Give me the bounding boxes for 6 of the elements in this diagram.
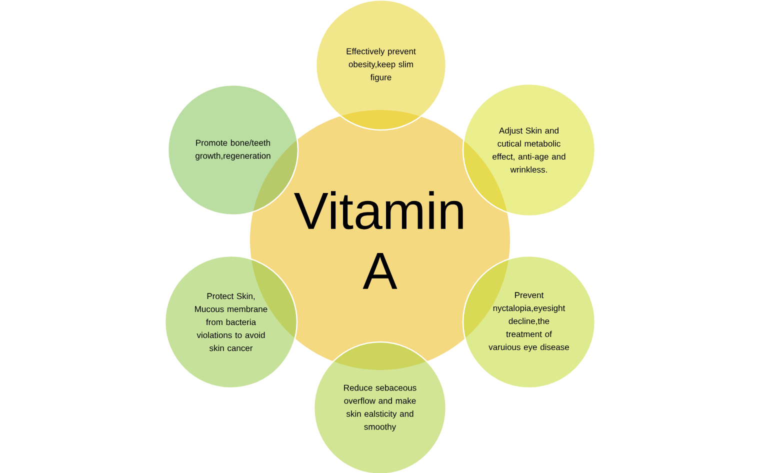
node-label: Prevent: [515, 292, 544, 298]
node-label: decline,the: [508, 318, 550, 326]
node-label: Reduce sebaceous overflow and make skin ealsticity and smoothy: [344, 384, 416, 432]
node-label: Effectively prevent obesity,keep slim figure: [346, 48, 416, 82]
node-label: skin cancer: [210, 344, 253, 352]
node-label: wrinkless.: [510, 166, 547, 173]
